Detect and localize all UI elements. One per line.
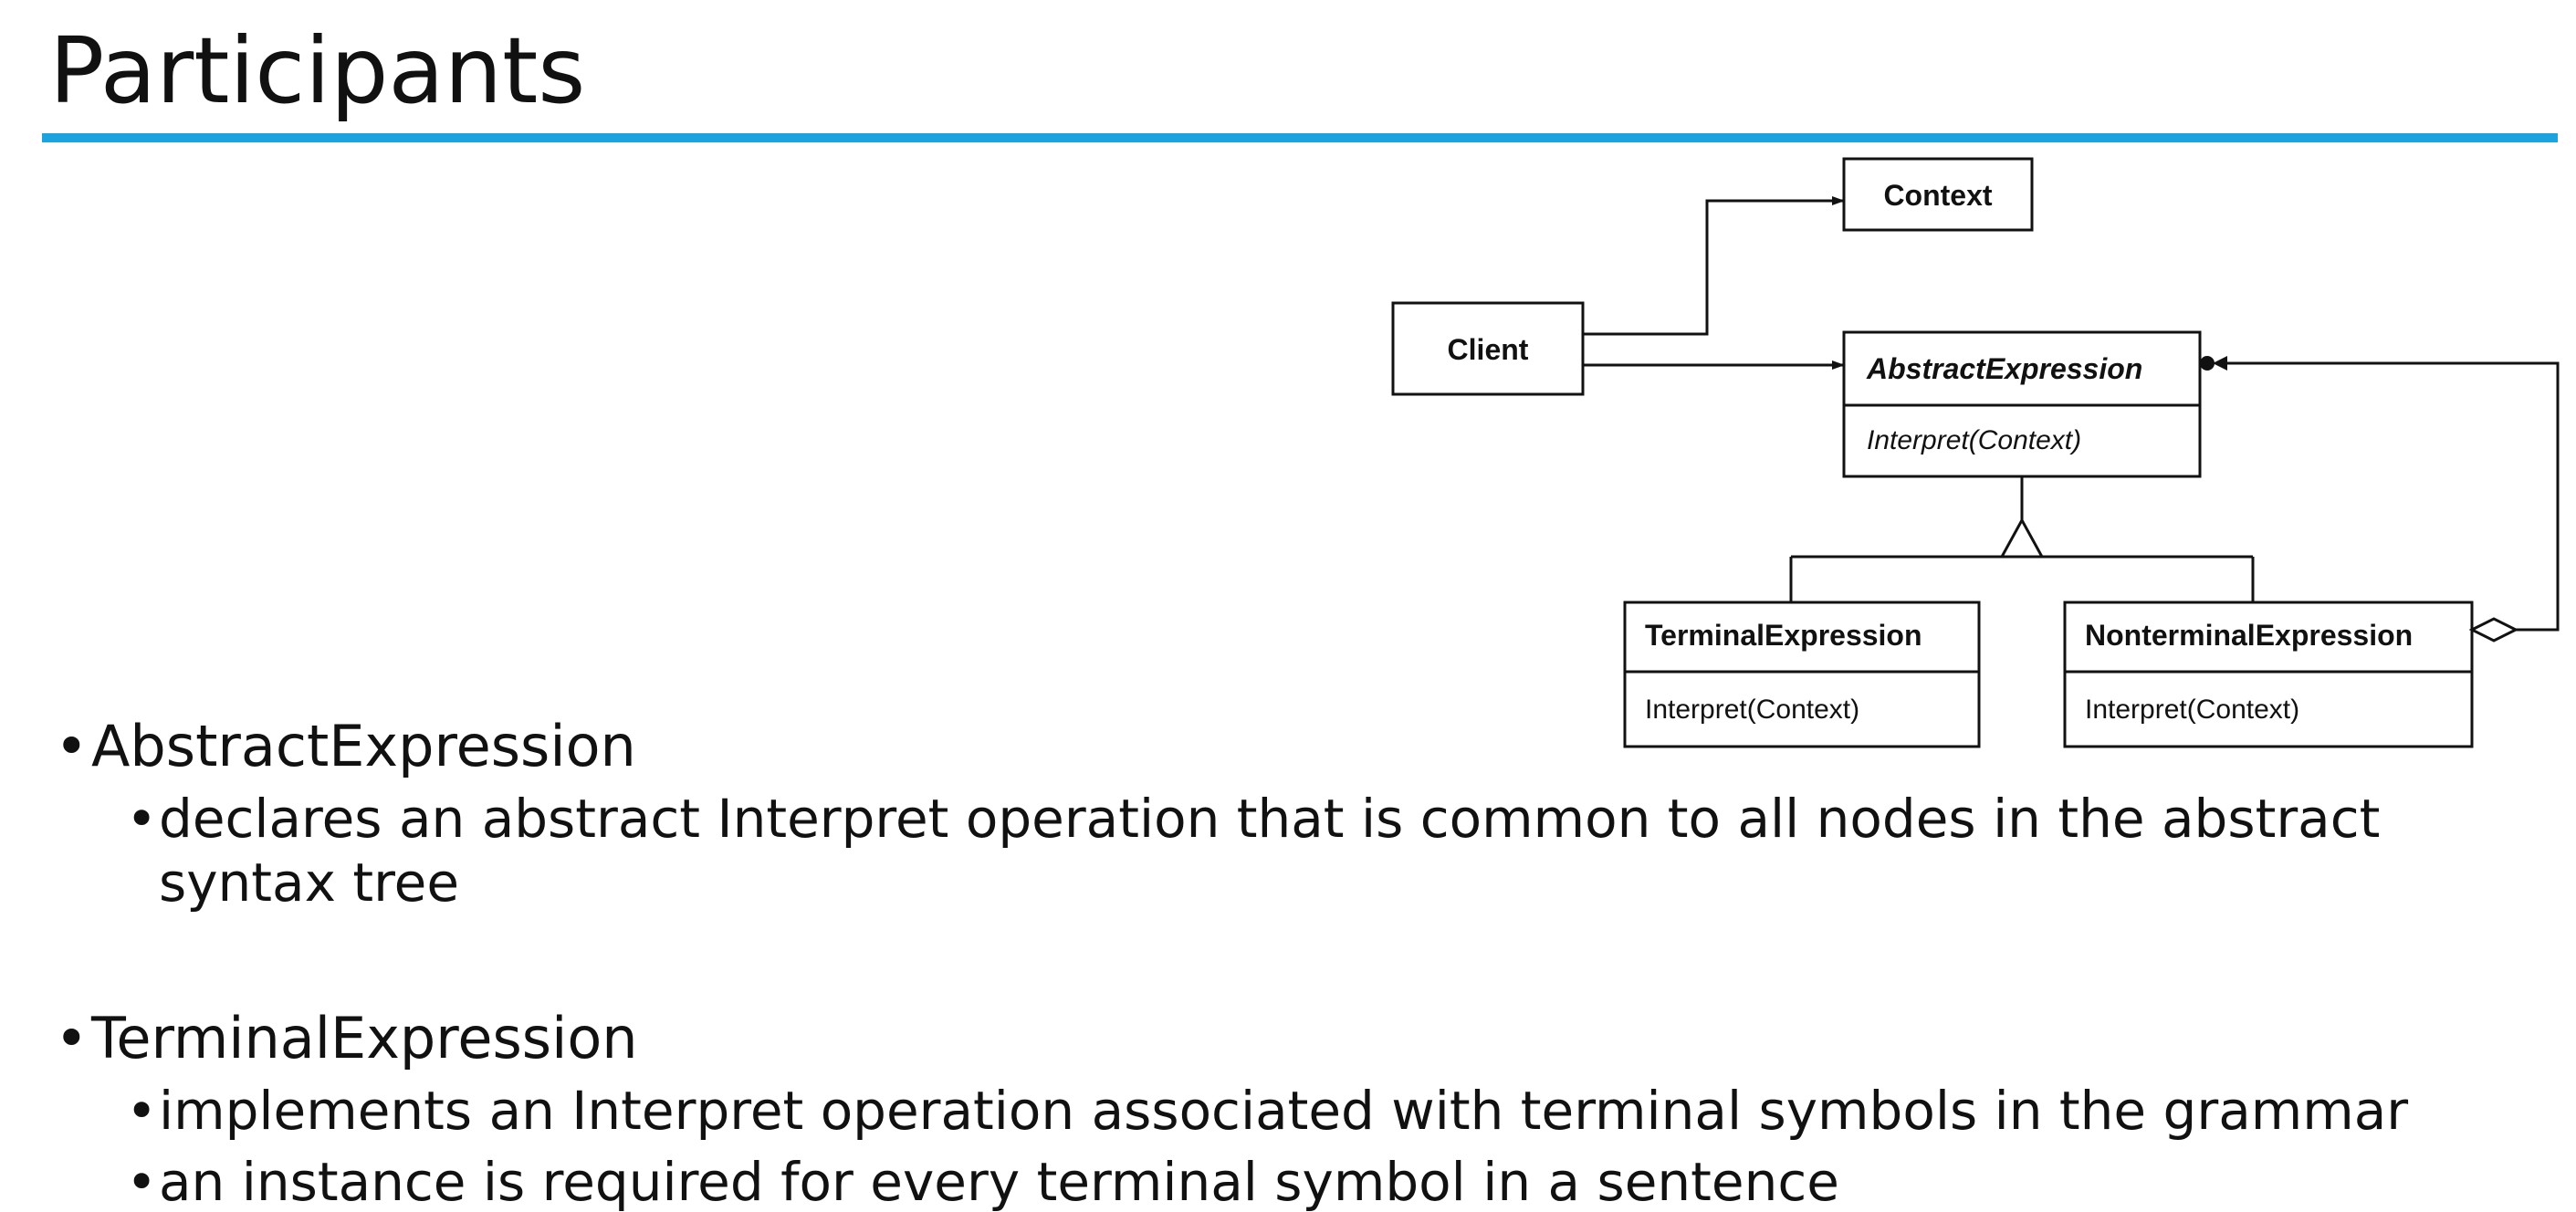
bullet-abstract-expression: • AbstractExpression [55, 713, 636, 779]
client-to-context-arrow [1583, 196, 1845, 336]
terminal-expression-class-name: TerminalExpression [1645, 619, 1922, 652]
abstract-expression-class: AbstractExpression Interpret(Context) [1842, 330, 2202, 478]
abstract-expression-operation: Interpret(Context) [1867, 425, 2081, 455]
client-class: Client [1391, 301, 1585, 396]
abstract-expression-class-name: AbstractExpression [1866, 352, 2142, 385]
sub-bullet-abstract-expression-1: • declares an abstract Interpret operati… [126, 787, 2381, 851]
bullet-terminal-expression-heading: TerminalExpression [91, 1005, 638, 1071]
terminal-expression-operation: Interpret(Context) [1645, 695, 1859, 725]
sub-bullet-terminal-expression-1-text: implements an Interpret operation associ… [159, 1080, 2409, 1142]
context-class: Context [1842, 157, 2034, 232]
context-class-name: Context [1883, 179, 1992, 212]
inheritance-connector [1789, 476, 2255, 602]
terminal-expression-class: TerminalExpression Interpret(Context) [1623, 601, 1981, 748]
title-underline [42, 133, 2558, 142]
bullet-terminal-expression: • TerminalExpression [55, 1005, 638, 1071]
nonterminal-expression-operation: Interpret(Context) [2085, 695, 2299, 725]
sub-bullet-abstract-expression-1-line2: syntax tree [159, 852, 460, 914]
bullet-glyph: • [55, 1005, 89, 1071]
slide-title: Participants [49, 17, 586, 124]
nonterminal-expression-class-name: NonterminalExpression [2085, 619, 2413, 652]
bullet-glyph: • [126, 1151, 158, 1212]
aggregation-connector [2200, 356, 2560, 643]
bullet-abstract-expression-heading: AbstractExpression [91, 713, 636, 779]
aggregation-end-dot [2200, 356, 2215, 371]
client-class-name: Client [1448, 333, 1529, 366]
bullet-glyph: • [55, 713, 89, 779]
sub-bullet-terminal-expression-2: • an instance is required for every term… [126, 1150, 1839, 1212]
sub-bullet-terminal-expression-2-text: an instance is required for every termin… [159, 1151, 1839, 1212]
nonterminal-expression-class: NonterminalExpression Interpret(Context) [2063, 601, 2474, 748]
sub-bullet-abstract-expression-1-line1: declares an abstract Interpret operation… [159, 788, 2381, 850]
sub-bullet-abstract-expression-1-continued: syntax tree [159, 851, 459, 914]
bullet-glyph: • [126, 1080, 158, 1142]
bullet-glyph: • [126, 788, 158, 850]
sub-bullet-terminal-expression-1: • implements an Interpret operation asso… [126, 1079, 2409, 1143]
